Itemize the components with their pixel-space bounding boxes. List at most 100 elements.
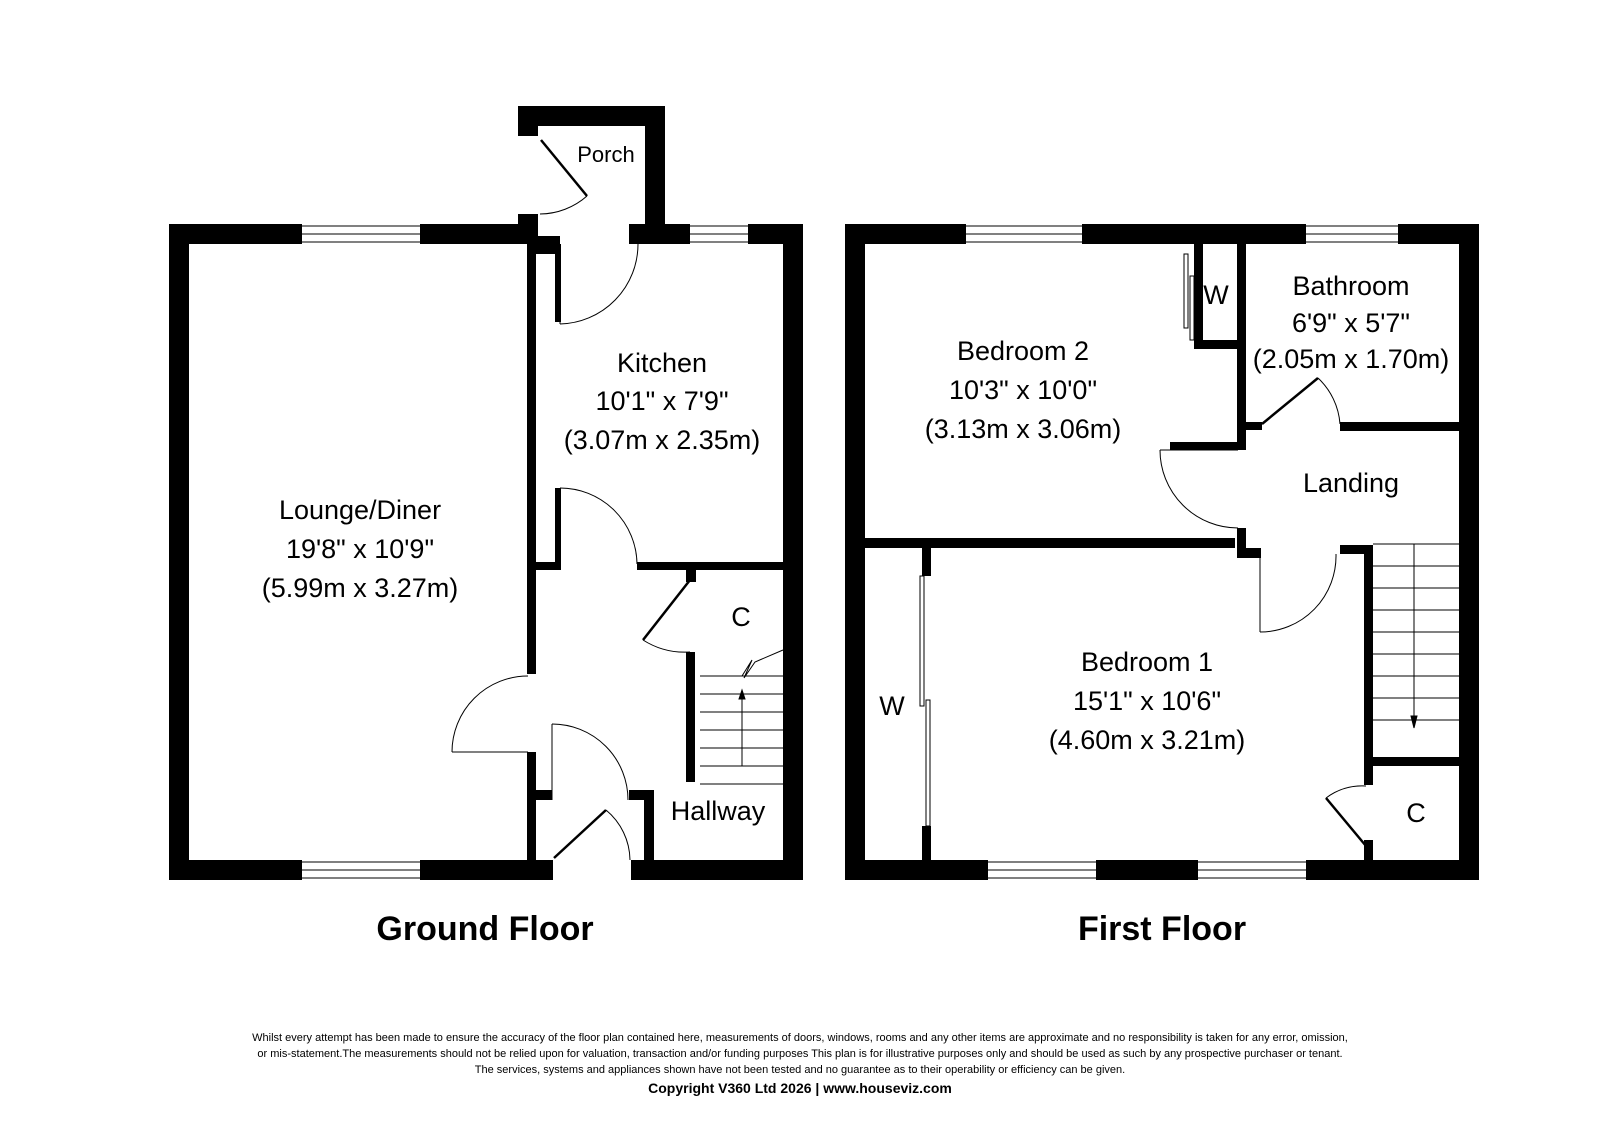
- lounge-imperial: 19'8" x 10'9": [286, 534, 434, 564]
- porch-wall-top: [518, 106, 665, 126]
- gf-stairs: [700, 649, 784, 785]
- bathroom-name: Bathroom: [1292, 271, 1409, 301]
- ff-wall-bed1-left-lower: [922, 826, 931, 860]
- gf-window-kitchen-top: [690, 224, 748, 244]
- ff-wall-stairs-leftstub: [1340, 545, 1373, 554]
- hall-door-swing: [551, 723, 629, 801]
- ff-cupboard-door-swing: [1325, 785, 1367, 799]
- kitchen-imperial: 10'1" x 7'9": [595, 386, 728, 416]
- bedroom1-door-swing: [1259, 553, 1337, 633]
- first-floor-title: First Floor: [1078, 910, 1246, 948]
- ff-wall-bed2-right-lower: [1237, 528, 1246, 556]
- front-door-leaf: [553, 809, 607, 859]
- gf-wall-lounge-hall-lower: [527, 752, 536, 862]
- wardrobe1-label: W: [879, 691, 905, 721]
- gf-wall-kitchen-inner-left: [555, 244, 561, 322]
- hallway-label: Hallway: [671, 796, 766, 826]
- cupboard-door-swing: [642, 639, 691, 653]
- gf-wall-cupboard-left-lower: [686, 652, 695, 782]
- gf-wall-kitchen-bottom-left: [536, 562, 561, 570]
- cupboard-door-leaf: [642, 579, 691, 641]
- kitchen-name: Kitchen: [617, 348, 707, 378]
- disclaimer-line-3: The services, systems and appliances sho…: [474, 1064, 1126, 1076]
- kitchen-lower-door-swing: [559, 487, 638, 565]
- ff-wall-wardrobe2-right: [1194, 244, 1203, 349]
- gf-wall-lounge-kitchen-upper: [527, 244, 536, 674]
- gf-wall-bottom-right: [631, 860, 803, 880]
- bathroom-imperial: 6'9" x 5'7": [1292, 308, 1410, 338]
- gf-wall-hall-stub-2: [629, 790, 654, 800]
- ff-wardrobe1-slider-a: [919, 575, 925, 707]
- porch-label: Porch: [577, 142, 634, 167]
- ff-wall-left: [845, 224, 865, 880]
- ff-window-bedroom1-left: [988, 860, 1096, 880]
- porch-door-leaf: [540, 139, 588, 197]
- gf-wall-kitchen-inner-lower: [555, 488, 561, 568]
- ff-wall-bath-bottom: [1340, 422, 1460, 431]
- bathroom-door-swing: [1317, 377, 1341, 425]
- gf-wall-right: [783, 224, 803, 880]
- gf-wall-kitchen-left-stub: [536, 244, 560, 254]
- ff-wardrobe2-slider-b: [1189, 275, 1195, 341]
- kitchen-metric: (3.07m x 2.35m): [564, 425, 761, 455]
- ff-wardrobe1-slider-b: [925, 699, 931, 827]
- lounge-metric: (5.99m x 3.27m): [262, 573, 459, 603]
- ff-wall-bed2-right-upper: [1237, 244, 1246, 450]
- disclaimer-line-2: or mis-statement.The measurements should…: [257, 1048, 1343, 1060]
- gf-wall-cupboard-top: [686, 566, 696, 582]
- porch-inner-stub: [538, 236, 560, 244]
- ff-wall-cupboard-left-lower: [1364, 840, 1373, 860]
- ff-cupboard-door-leaf: [1325, 797, 1367, 847]
- bedroom1-metric: (4.60m x 3.21m): [1049, 725, 1246, 755]
- disclaimer-line-1: Whilst every attempt has been made to en…: [252, 1032, 1348, 1044]
- ff-wall-bath-stub-left: [1246, 422, 1262, 430]
- ff-wall-stairs-left: [1364, 545, 1373, 761]
- ff-wall-bottom: [845, 860, 1479, 880]
- ff-stairs: [1373, 543, 1459, 729]
- ff-wall-right: [1459, 224, 1479, 880]
- ground-floor-title: Ground Floor: [376, 910, 593, 948]
- porch-door-swing: [539, 195, 588, 215]
- bathroom-door-leaf: [1261, 377, 1319, 425]
- gf-cupboard-label: C: [731, 602, 751, 632]
- kitchen-top-door-swing: [559, 243, 639, 325]
- ff-window-bedroom2: [966, 224, 1082, 244]
- gf-wall-hall-right: [644, 790, 654, 860]
- first-floor-plan: Bedroom 2 10'3" x 10'0" (3.13m x 3.06m) …: [845, 224, 1479, 948]
- disclaimer: Whilst every attempt has been made to en…: [100, 1030, 1500, 1096]
- bedroom1-imperial: 15'1" x 10'6": [1073, 686, 1221, 716]
- porch-wall-right: [645, 106, 665, 244]
- ground-floor-plan: Porch Kitchen 10'1" x 7'9" (3.07m x 2.35…: [169, 106, 803, 948]
- lounge-name: Lounge/Diner: [279, 495, 441, 525]
- porch-wall-left-lower: [518, 214, 538, 244]
- bedroom2-name: Bedroom 2: [957, 336, 1089, 366]
- bedroom1-name: Bedroom 1: [1081, 647, 1213, 677]
- gf-window-lounge-bottom: [302, 860, 420, 880]
- ff-wall-cupboard-left: [1364, 757, 1373, 785]
- bedroom2-door-swing: [1159, 449, 1239, 529]
- ff-wall-bed2-stub: [1170, 442, 1246, 450]
- ff-wall-bed1-topstub: [1237, 548, 1261, 558]
- ff-window-bathroom: [1306, 224, 1398, 244]
- gf-wall-hall-stub-1: [536, 790, 552, 800]
- lounge-door-swing: [451, 675, 529, 753]
- bathroom-metric: (2.05m x 1.70m): [1253, 344, 1450, 374]
- ff-cupboard-label: C: [1406, 798, 1426, 828]
- wardrobe2-label: W: [1203, 280, 1229, 310]
- bedroom2-metric: (3.13m x 3.06m): [925, 414, 1122, 444]
- gf-wall-kitchen-bottom: [637, 562, 787, 570]
- gf-window-lounge-top: [302, 224, 420, 244]
- ff-wall-cupboard-top: [1364, 757, 1460, 766]
- bedroom2-imperial: 10'3" x 10'0": [949, 375, 1097, 405]
- copyright-text: Copyright V360 Ltd 2026 | www.houseviz.c…: [648, 1080, 952, 1096]
- front-door-swing: [605, 809, 631, 861]
- ff-wall-wardrobe2-bottom: [1194, 340, 1239, 349]
- gf-wall-left: [169, 224, 189, 880]
- ff-window-bedroom1-right: [1198, 860, 1306, 880]
- ff-wardrobe2-slider-a: [1183, 253, 1189, 329]
- porch-wall-left-upper: [518, 106, 538, 136]
- ff-wall-bed1-left-upper: [922, 548, 931, 576]
- landing-label: Landing: [1303, 468, 1399, 498]
- ff-wall-bed2-bottom: [865, 538, 1235, 548]
